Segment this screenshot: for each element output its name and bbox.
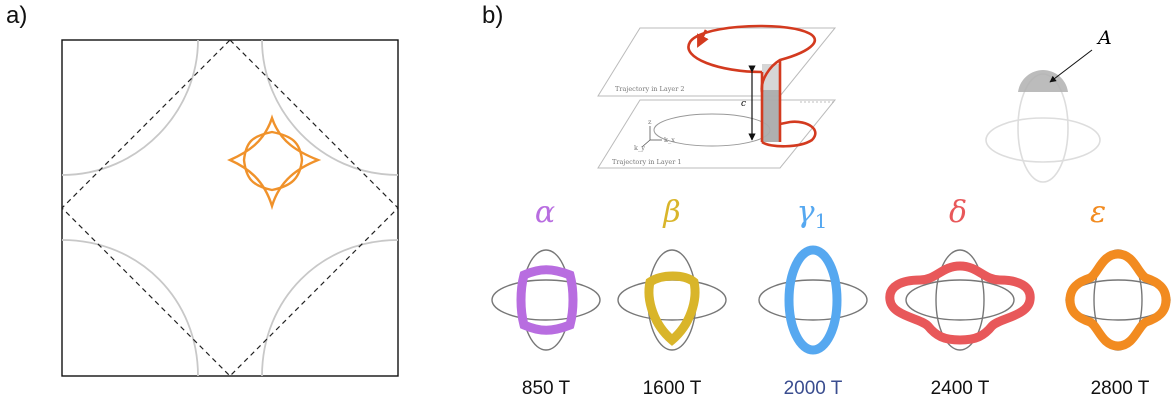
fermi-arc-top-right (261, 39, 399, 176)
interlayer-distance-label: c (741, 99, 746, 109)
orbit-label-epsilon: ε (1090, 195, 1106, 230)
red-trajectory (687, 24, 817, 148)
dashed-zone-boundary (61, 39, 399, 377)
lower-loop (761, 120, 817, 148)
orbit-beta (617, 249, 727, 351)
orbit-labels: α β γ1 δ ε (535, 195, 1106, 233)
shaded-area (1018, 70, 1068, 92)
axes-triad (641, 126, 662, 148)
orbit-label-beta: β (662, 195, 680, 230)
frequency-delta: 2400 T (930, 378, 990, 399)
fermi-surface-arcs (61, 39, 399, 377)
bilayer-schematic: Trajectory in Layer 2 Trajectory in Laye… (597, 24, 837, 169)
inner-orbit (242, 130, 304, 192)
orbit-gamma1 (758, 245, 868, 355)
orbit-epsilon (1065, 249, 1171, 351)
panel-a-diagram (61, 39, 399, 377)
fermi-arc-top-left (61, 39, 199, 176)
axis-ky-label: k_y (634, 144, 645, 152)
fermi-arc-bottom-left (61, 239, 199, 377)
orbit-label-gamma1: γ1 (797, 195, 828, 233)
layer-2-caption: Trajectory in Layer 2 (615, 85, 685, 93)
area-arrow (1049, 49, 1093, 83)
frequency-gamma1: 2000 T (783, 378, 843, 399)
frequency-beta: 1600 T (642, 378, 702, 399)
fermi-arc-bottom-right (261, 239, 399, 377)
panel-b-label: b) (482, 2, 504, 29)
axis-z-label: z (648, 118, 652, 126)
orbit-label-alpha: α (535, 195, 555, 230)
upper-loop (687, 24, 816, 93)
area-schematic: A (985, 27, 1112, 183)
frequency-alpha: 850 T (521, 378, 571, 399)
frequency-epsilon: 2800 T (1090, 378, 1150, 399)
area-label: A (1096, 27, 1112, 49)
panel-a-label: a) (6, 2, 28, 29)
axis-kx-label: k_x (664, 136, 675, 144)
orbit-alpha (491, 249, 601, 351)
layer-1-caption: Trajectory in Layer 1 (612, 158, 682, 166)
orbit-delta (885, 249, 1035, 351)
orange-orbits (227, 114, 322, 211)
brillouin-zone-frame (61, 39, 399, 377)
orbit-label-delta: δ (949, 195, 967, 230)
